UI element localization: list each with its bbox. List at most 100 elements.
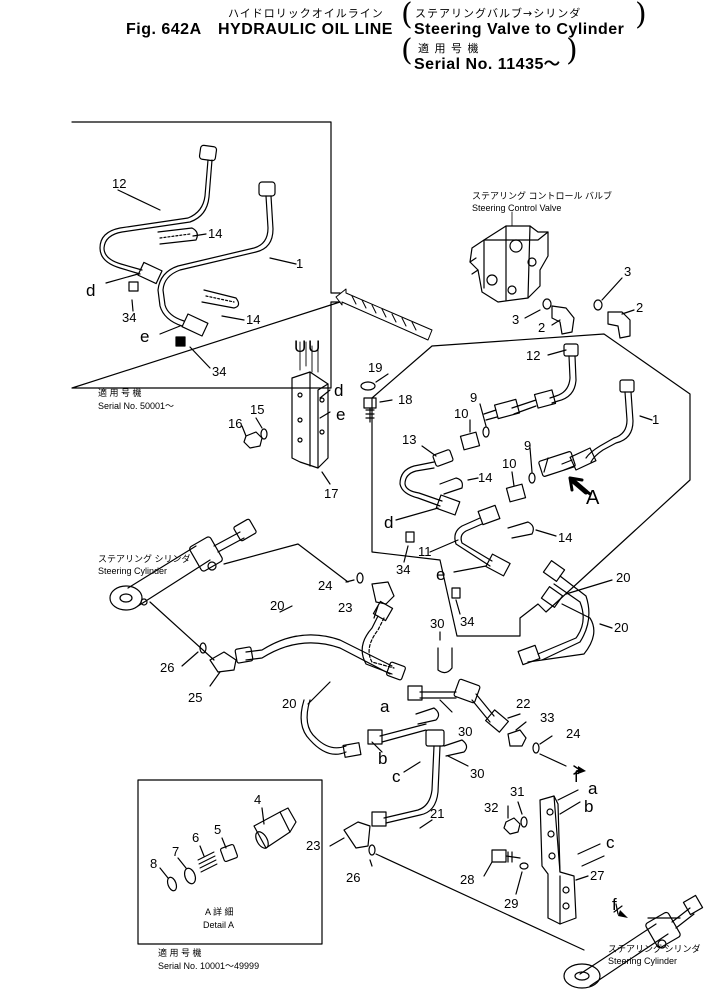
title-jp-sub: ステアリングバルブ→シリンダ (415, 7, 582, 20)
letter-e-main: e (436, 565, 445, 584)
inset-cap-34b (175, 336, 186, 347)
elbow-2b (607, 311, 631, 339)
letter-c-lower: c (606, 833, 615, 852)
cylinder-lower-jp: ステアリング シリンダ (608, 943, 701, 954)
letter-e-inset: e (140, 327, 149, 346)
letter-e-bracket: e (336, 405, 345, 424)
callout-22: 22 (516, 696, 530, 711)
inset-2-frame (137, 779, 323, 945)
callout-11: 11 (418, 544, 432, 559)
tee-fitting-lower (367, 723, 445, 827)
callout-30c: 30 (470, 766, 484, 781)
elbow-23a (371, 581, 395, 605)
inset-1-frame (71, 121, 341, 389)
nipple-33 (507, 729, 527, 747)
callout-19: 19 (368, 360, 382, 375)
callout-20d: 20 (282, 696, 296, 711)
callout-1-main: 1 (652, 412, 659, 427)
callout-20c: 20 (270, 598, 284, 613)
washer-15 (260, 428, 268, 440)
callout-14c: 14 (478, 470, 492, 485)
callout-9b: 9 (524, 438, 531, 453)
bolt-18 (363, 397, 377, 423)
ubolt-u-left (299, 341, 319, 373)
letter-b-lower: b (584, 797, 593, 816)
callout-30a: 30 (430, 616, 444, 631)
cylinder-upper-label: Steering Cylinder (98, 566, 167, 576)
inset-2-jp: 適 用 号 機 (158, 947, 202, 958)
callout-18: 18 (398, 392, 412, 407)
nut-32 (503, 817, 521, 835)
callout-33: 33 (540, 710, 554, 725)
main-assembly-frame (371, 333, 691, 637)
callout-16: 16 (228, 416, 242, 431)
paren-open-1: ( (401, 0, 413, 32)
pipe-1 (538, 379, 635, 477)
inset-1-pointer-arrow (335, 288, 433, 341)
letter-a-arrow: A (586, 487, 600, 509)
inset-2-serial: Serial No. 10001～49999 (158, 961, 259, 971)
callout-30b: 30 (458, 724, 472, 739)
detail-a-part-5 (219, 843, 239, 863)
hose-20d (517, 560, 595, 666)
page-title: HYDRAULIC OIL LINE (218, 21, 393, 38)
hose-20c (300, 681, 362, 758)
adapter-10a (459, 431, 481, 451)
bolt-28 (491, 849, 521, 863)
callout-4: 4 (254, 792, 261, 807)
hose-20a (234, 634, 406, 681)
callout-34-inset-b: 34 (212, 364, 226, 379)
callout-14-inset-a: 14 (208, 226, 222, 241)
title-block: ハイドロリックオイルライン Fig. 642A HYDRAULIC OIL LI… (118, 0, 698, 78)
inset-ubolt-14b (201, 289, 240, 309)
callout-7: 7 (172, 844, 179, 859)
elbow-25 (209, 651, 237, 673)
detail-a-part-7 (183, 867, 197, 885)
callout-20b: 20 (614, 620, 628, 635)
callout-21: 21 (430, 806, 444, 821)
ubolt-30c (443, 739, 468, 757)
callout-34-inset-a: 34 (122, 310, 136, 325)
detail-a-part-8 (166, 876, 178, 892)
detail-a-jp: A 詳 細 (205, 906, 234, 917)
callout-29: 29 (504, 896, 518, 911)
inset-ubolt-14a (157, 227, 198, 245)
callout-32: 32 (484, 800, 498, 815)
inset-pipe-12 (99, 159, 209, 275)
elbow-23b (343, 821, 371, 849)
callout-8: 8 (150, 856, 157, 871)
inset-fitting-e (181, 313, 209, 337)
ubolt-30b (415, 707, 440, 725)
ubolt-14c (439, 477, 463, 495)
cap-34d (451, 587, 461, 599)
letter-a-lower: a (588, 779, 598, 798)
callout-28: 28 (460, 872, 474, 887)
o-ring-26a (199, 642, 207, 654)
valve-label: Steering Control Valve (472, 203, 561, 213)
inset-pipe-1-nut (258, 181, 276, 197)
callout-27: 27 (590, 868, 604, 883)
inset-1-jp: 適 用 号 機 (98, 387, 142, 398)
inset-fitting-d (137, 261, 163, 285)
letter-d-inset: d (86, 281, 95, 300)
o-ring-9b (528, 472, 536, 484)
callout-1-inset: 1 (296, 256, 303, 271)
callout-3b: 3 (512, 312, 519, 327)
steering-control-valve (469, 225, 549, 303)
inset-1-serial: Serial No. 50001～ (98, 401, 174, 411)
steering-cylinder-lower (563, 894, 704, 989)
inset-pipe-1 (157, 195, 269, 327)
callout-9a: 9 (470, 390, 477, 405)
callout-26a: 26 (160, 660, 174, 675)
o-ring-9a (482, 426, 490, 438)
callout-14-inset-b: 14 (246, 312, 260, 327)
washer-29 (519, 862, 529, 870)
callout-24b: 24 (566, 726, 580, 741)
callout-24a: 24 (318, 578, 332, 593)
cylinder-lower-label: Steering Cylinder (608, 956, 677, 966)
bracket-17 (291, 371, 329, 469)
callout-34d: 34 (460, 614, 474, 629)
letter-a-upper: a (380, 697, 390, 716)
ubolt-14d (507, 521, 534, 539)
detail-a-part-4 (253, 807, 297, 849)
